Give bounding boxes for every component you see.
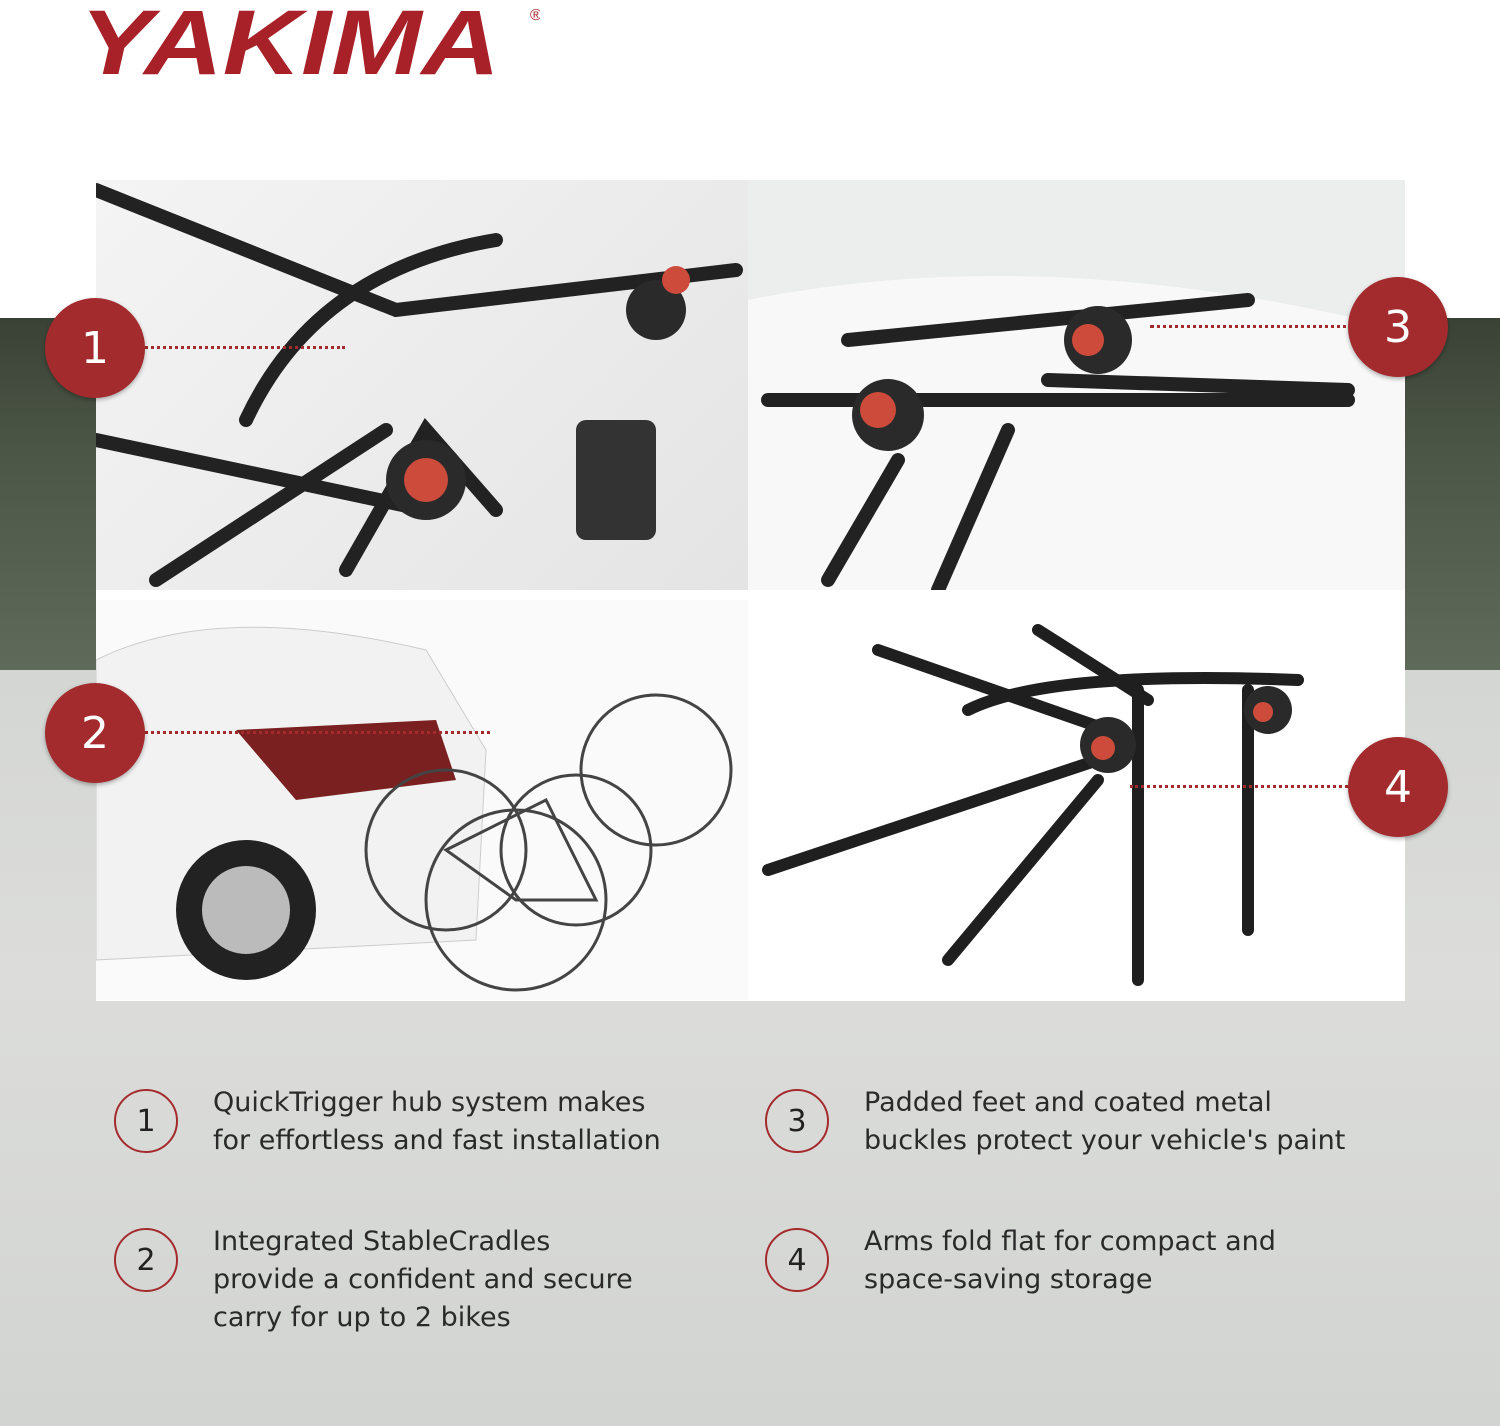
feature-number: 4 bbox=[765, 1228, 829, 1292]
callout-3-leader bbox=[1150, 325, 1360, 328]
callout-4-leader bbox=[1130, 785, 1360, 788]
photo-car-with-bikes bbox=[96, 600, 748, 1000]
feature-text: Integrated StableCradles provide a confi… bbox=[213, 1226, 633, 1333]
feature-number: 3 bbox=[765, 1089, 829, 1153]
feature-text: QuickTrigger hub system makes for effort… bbox=[213, 1087, 661, 1156]
feature-4: 4 Arms fold flat for compact and space-s… bbox=[765, 1223, 1276, 1299]
yakima-logo: YAKIMA ® bbox=[80, 2, 540, 78]
feature-text: Arms fold flat for compact and space-sav… bbox=[864, 1226, 1276, 1295]
callout-2-leader bbox=[140, 731, 490, 734]
feature-number: 2 bbox=[114, 1228, 178, 1292]
feature-1: 1 QuickTrigger hub system makes for effo… bbox=[114, 1084, 661, 1160]
feature-3: 3 Padded feet and coated metal buckles p… bbox=[765, 1084, 1345, 1160]
photo-padded-feet bbox=[748, 180, 1405, 590]
feature-number: 1 bbox=[114, 1089, 178, 1153]
photo-folded-rack bbox=[748, 600, 1405, 1000]
callout-2: 2 bbox=[45, 683, 145, 783]
callout-3: 3 bbox=[1348, 277, 1448, 377]
callout-1-leader bbox=[140, 346, 345, 349]
feature-text: Padded feet and coated metal buckles pro… bbox=[864, 1087, 1346, 1156]
callout-4: 4 bbox=[1348, 737, 1448, 837]
photo-quicktrigger-hub bbox=[96, 180, 748, 590]
svg-text:®: ® bbox=[530, 7, 540, 24]
callout-1: 1 bbox=[45, 298, 145, 398]
svg-text:YAKIMA: YAKIMA bbox=[80, 2, 500, 78]
feature-2: 2 Integrated StableCradles provide a con… bbox=[114, 1223, 633, 1337]
